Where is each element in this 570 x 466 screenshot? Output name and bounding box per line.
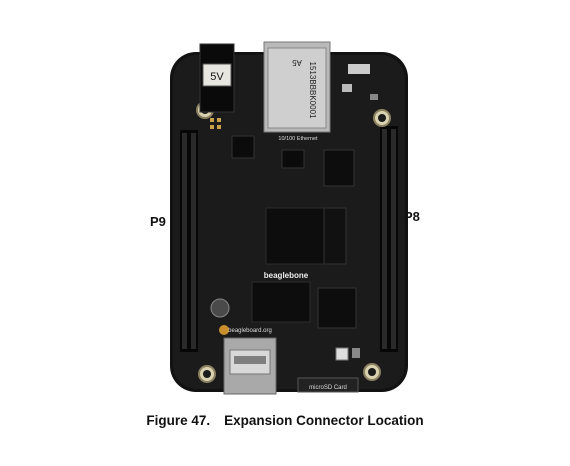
svg-text:1513BBBK0001: 1513BBBK0001 (308, 62, 317, 119)
figure-caption: Figure 47. Expansion Connector Location (0, 413, 570, 428)
chip-small-2 (281, 149, 305, 169)
svg-text:beaglebone: beaglebone (264, 271, 309, 280)
figure-title: Expansion Connector Location (224, 413, 424, 428)
pmic-chip (317, 287, 357, 329)
chip-small-1 (231, 135, 255, 159)
microsd-slot (297, 377, 359, 393)
ram-chip (251, 281, 311, 323)
processor-chip (265, 207, 325, 265)
ethernet-jack: A5 1513BBBK0001 (263, 41, 331, 133)
svg-text:beagleboard.org: beagleboard.org (228, 328, 272, 334)
svg-text:A5: A5 (292, 58, 302, 67)
emmc-chip (323, 149, 355, 187)
power-jack: 5V (199, 43, 235, 113)
p9-label: P9 (150, 214, 166, 229)
p9-header (180, 130, 198, 352)
power-label: 5V (210, 71, 224, 83)
svg-text:microSD Card: microSD Card (309, 385, 347, 391)
chip-side (323, 207, 347, 265)
usb-connector (223, 337, 277, 395)
beaglebone-board-image: 5V A5 1513BBBK0001 10/100 Ethernet (170, 38, 408, 398)
capacitor (210, 298, 230, 318)
svg-text:10/100 Ethernet: 10/100 Ethernet (278, 136, 318, 142)
p8-header (380, 126, 398, 352)
figure-number: Figure 47. (146, 413, 211, 428)
p8-label: P8 (404, 209, 420, 224)
